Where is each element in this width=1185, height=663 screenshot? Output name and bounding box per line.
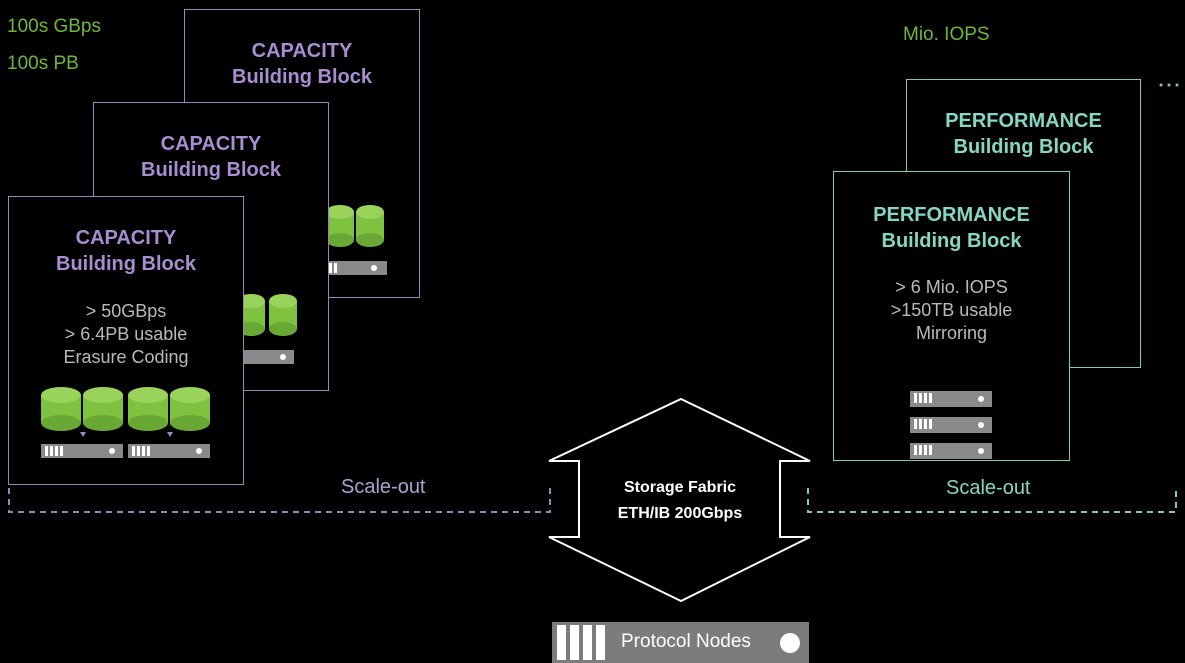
server-bay-icon [557, 625, 566, 660]
capacity-block-title-line2: Building Block [232, 66, 372, 88]
server-icon [128, 444, 210, 458]
disk-drive-icon [326, 205, 384, 247]
capacity-scale-out-bracket [8, 488, 551, 513]
status-led-icon [780, 633, 800, 653]
server-bay-icon [570, 625, 579, 660]
performance-block-title-line2: Building Block [953, 136, 1094, 158]
capacity-block-title: CAPACITY Building Block [185, 38, 419, 90]
protocol-nodes-server: Protocol Nodes [552, 622, 809, 663]
server-icon [910, 391, 992, 407]
server-icon [236, 350, 294, 364]
performance-spec-iops: > 6 Mio. IOPS [895, 277, 1008, 297]
performance-block-title-line2: Building Block [881, 230, 1022, 252]
capacity-spec-protection: Erasure Coding [63, 347, 189, 367]
capacity-block-title-line1: CAPACITY [75, 227, 177, 249]
capacity-block-title-line2: Building Block [141, 159, 281, 181]
server-icon [910, 417, 992, 433]
ellipsis-icon [1159, 83, 1179, 87]
capacity-size-metric: 100s PB [7, 53, 79, 74]
server-bay-icon [596, 625, 605, 660]
capacity-bandwidth-metric: 100s GBps [7, 16, 101, 37]
storage-fabric-label: Storage Fabric ETH/IB 200Gbps [590, 475, 770, 527]
server-icon [325, 261, 387, 275]
storage-fabric-line1: Storage Fabric [623, 479, 737, 496]
server-icon [41, 444, 123, 458]
storage-fabric-line2: ETH/IB 200Gbps [617, 505, 743, 522]
performance-scale-out-bracket [807, 488, 1177, 513]
performance-block-title: PERFORMANCE Building Block [834, 202, 1069, 254]
server-bay-icon [583, 625, 592, 660]
protocol-nodes-label: Protocol Nodes [621, 631, 751, 652]
capacity-spec-bandwidth: > 50GBps [85, 301, 167, 321]
capacity-scale-out-label: Scale-out [341, 476, 426, 498]
performance-scale-out-label: Scale-out [946, 477, 1031, 499]
capacity-block-title-line1: CAPACITY [251, 40, 353, 62]
performance-block-title: PERFORMANCE Building Block [907, 108, 1140, 160]
performance-building-block-front: PERFORMANCE Building Block > 6 Mio. IOPS… [833, 171, 1070, 461]
performance-specs: > 6 Mio. IOPS >150TB usable Mirroring [834, 276, 1069, 345]
disk-drive-icon [237, 294, 297, 336]
storage-fabric-arrow [548, 397, 811, 603]
capacity-block-title: CAPACITY Building Block [9, 225, 243, 277]
capacity-building-block-front: CAPACITY Building Block > 50GBps > 6.4PB… [8, 196, 244, 485]
disk-drive-icon [41, 387, 210, 437]
performance-spec-protection: Mirroring [915, 323, 987, 343]
capacity-specs: > 50GBps > 6.4PB usable Erasure Coding [9, 300, 243, 369]
capacity-spec-capacity: > 6.4PB usable [64, 324, 188, 344]
capacity-block-title-line2: Building Block [56, 253, 196, 275]
performance-iops-metric: Mio. IOPS [903, 24, 990, 45]
performance-block-title-line1: PERFORMANCE [945, 110, 1102, 132]
performance-spec-capacity: >150TB usable [890, 300, 1013, 320]
capacity-block-title-line1: CAPACITY [160, 133, 262, 155]
capacity-block-title: CAPACITY Building Block [94, 131, 328, 183]
server-icon [910, 443, 992, 459]
performance-block-title-line1: PERFORMANCE [873, 204, 1030, 226]
